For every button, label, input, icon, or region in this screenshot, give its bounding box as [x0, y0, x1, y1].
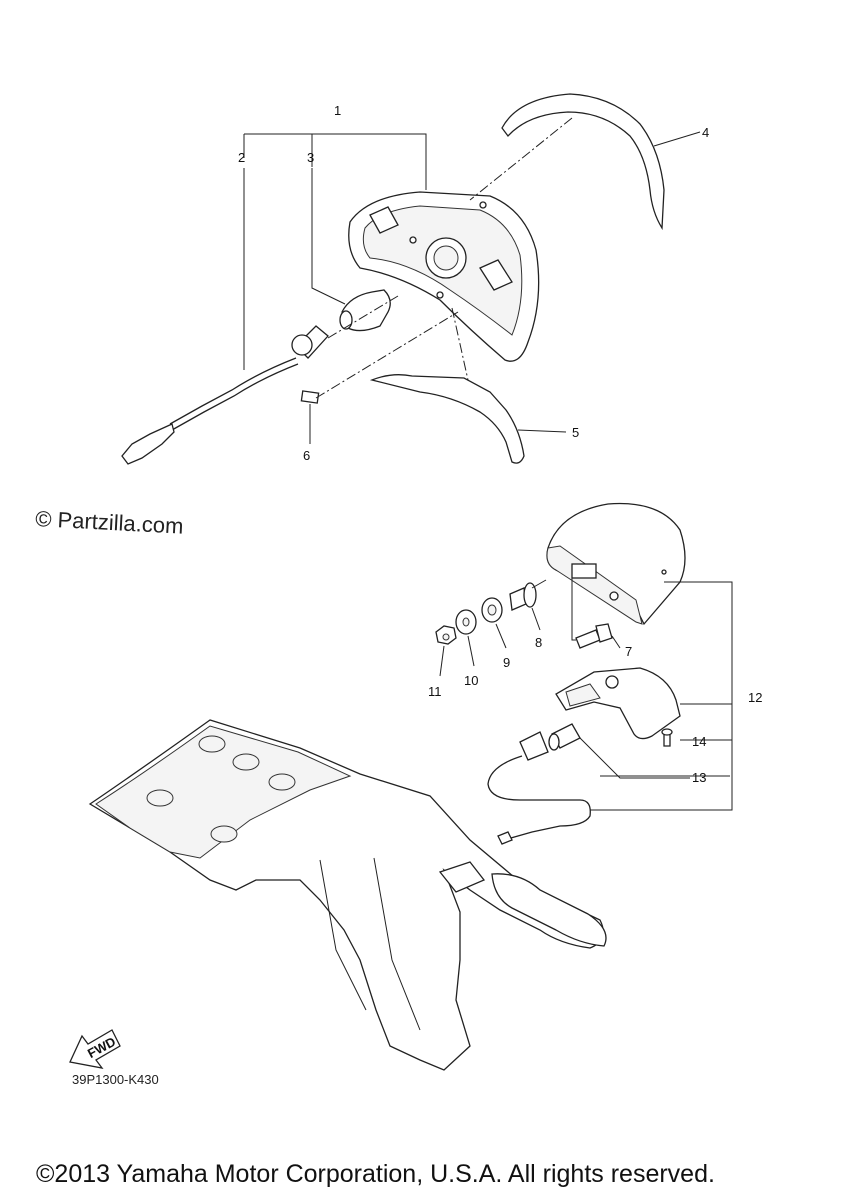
socket-cord-2: [121, 295, 399, 465]
callout-7: 7: [625, 644, 632, 659]
copyright-notice: ©2013 Yamaha Motor Corporation, U.S.A. A…: [36, 1160, 715, 1188]
callout-12: 12: [748, 690, 762, 705]
callout-4: 4: [702, 125, 709, 140]
clip-6: [300, 390, 320, 404]
callout-14: 14: [692, 734, 706, 749]
bulb-3: [339, 289, 391, 332]
leader-3: [311, 168, 346, 305]
license-lamp-housing: [546, 502, 686, 626]
grommet-8: [509, 582, 537, 611]
nut-11: [435, 625, 457, 645]
leader-7-bracket: [571, 574, 576, 641]
leader-8: [531, 607, 541, 631]
leader-8-top: [531, 579, 547, 589]
forward-arrow-icon: FWD: [69, 1029, 121, 1069]
tail-light-housing: [348, 191, 540, 362]
callout-13: 13: [692, 770, 706, 785]
callout-9: 9: [503, 655, 510, 670]
leader-11: [439, 645, 445, 677]
callout-2: 2: [238, 150, 245, 165]
callout-10: 10: [464, 673, 478, 688]
leader-4: [653, 131, 701, 147]
collar-9: [481, 597, 503, 623]
leader-5: [517, 429, 567, 433]
callout-5: 5: [572, 425, 579, 440]
screw-7: [575, 623, 613, 649]
callout-3: 3: [307, 150, 314, 165]
cover-alignment-line: [469, 117, 573, 201]
callout-6: 6: [303, 448, 310, 463]
leader-7: [611, 635, 621, 649]
clip-alignment-line: [315, 311, 459, 399]
leader-13: [579, 737, 690, 779]
leader-9: [495, 623, 507, 649]
lens-cover-4: [501, 93, 665, 231]
reflector-alignment-line: [451, 307, 469, 381]
screw-14: [661, 728, 673, 747]
reflector-strip-5: [369, 374, 525, 464]
callout-bracket-1: [243, 133, 427, 190]
leader-10: [467, 635, 475, 667]
diagram-code: 39P1300-K430: [72, 1072, 159, 1087]
bracket-12: [580, 581, 733, 811]
bulb-socket-13: [487, 723, 591, 845]
callout-11: 11: [428, 684, 442, 699]
callout-1: 1: [334, 103, 341, 118]
lamp-base-12: [555, 667, 681, 740]
washer-10: [455, 609, 477, 635]
callout-8: 8: [535, 635, 542, 650]
rear-fender: [88, 719, 607, 1071]
